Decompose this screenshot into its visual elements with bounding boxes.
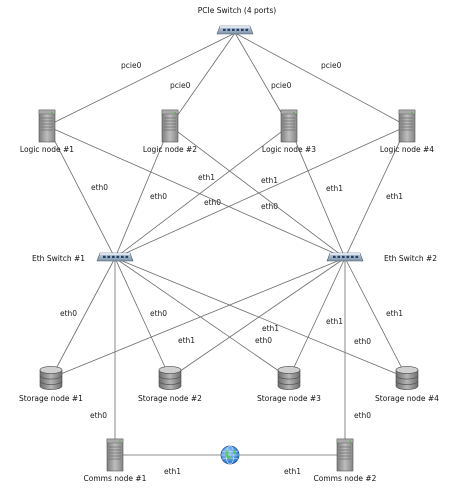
caption-storage-node-3: Storage node #3	[257, 394, 321, 403]
label-comms2-eth1: eth1	[284, 467, 301, 476]
database-cylinder-icon	[277, 366, 301, 390]
internet-globe	[220, 445, 240, 465]
link-storage3-ethsw2	[288, 257, 346, 379]
caption-logic-node-2: Logic node #2	[143, 145, 197, 154]
link-logic1-ethsw2	[46, 125, 346, 259]
eth-switch-1	[96, 252, 134, 262]
label-storage1-eth0: eth0	[60, 309, 77, 318]
link-logic3-ethsw2	[288, 125, 346, 259]
link-pcie-logic-4	[234, 32, 408, 127]
server-tower-icon	[161, 109, 179, 143]
label-comms1-eth1: eth1	[164, 467, 181, 476]
diagram-title: PCIe Switch (4 ports)	[197, 6, 277, 15]
pcie-switch	[216, 25, 254, 35]
label-pcie-1: pcie0	[121, 61, 142, 70]
link-storage4-ethsw1	[114, 257, 408, 379]
label-logic3-eth1: eth1	[326, 184, 343, 193]
label-storage2-eth0: eth0	[150, 309, 167, 318]
label-logic1-eth0: eth0	[91, 183, 108, 192]
link-logic3-ethsw1	[114, 125, 290, 259]
link-logic2-ethsw2	[169, 125, 346, 259]
caption-comms-node-2: Comms node #2	[314, 474, 377, 483]
caption-storage-node-1: Storage node #1	[19, 394, 83, 403]
label-logic4-eth1: eth1	[386, 192, 403, 201]
storage-node-1	[39, 366, 63, 390]
label-logic3-eth0: eth0	[204, 198, 221, 207]
switch-icon	[326, 252, 364, 262]
link-storage2-ethsw2	[169, 257, 346, 379]
logic-node-4	[398, 109, 416, 143]
globe-icon	[220, 445, 240, 465]
label-comms1-eth0: eth0	[90, 411, 107, 420]
database-cylinder-icon	[395, 366, 419, 390]
links	[46, 32, 408, 456]
eth-switch-2	[326, 252, 364, 262]
link-logic1-ethsw1	[46, 125, 116, 259]
caption-logic-node-1: Logic node #1	[20, 145, 74, 154]
storage-node-2	[158, 366, 182, 390]
switch-icon	[96, 252, 134, 262]
switch-icon	[216, 25, 254, 35]
caption-comms-node-1: Comms node #1	[84, 474, 147, 483]
logic-node-1	[38, 109, 56, 143]
label-comms2-eth0: eth0	[354, 411, 371, 420]
label-pcie-4: pcie0	[321, 61, 342, 70]
server-tower-icon	[336, 438, 354, 472]
server-tower-icon	[280, 109, 298, 143]
link-logic4-ethsw1	[114, 125, 408, 259]
server-tower-icon	[398, 109, 416, 143]
link-pcie-logic-2	[169, 32, 236, 127]
logic-node-3	[280, 109, 298, 143]
label-storage4-eth1: eth1	[386, 309, 403, 318]
link-storage1-ethsw2	[50, 257, 346, 379]
label-storage3-eth0: eth0	[255, 336, 272, 345]
caption-eth-switch-1: Eth Switch #1	[32, 254, 85, 263]
link-logic2-ethsw1	[114, 125, 171, 259]
label-pcie-3: pcie0	[271, 81, 292, 90]
link-storage3-ethsw1	[114, 257, 290, 379]
server-tower-icon	[106, 438, 124, 472]
label-logic1-eth1: eth1	[198, 173, 215, 182]
link-pcie-logic-1	[46, 32, 236, 127]
label-logic2-eth1: eth1	[261, 176, 278, 185]
label-storage3-eth1: eth1	[326, 317, 343, 326]
logic-node-2	[161, 109, 179, 143]
storage-node-4	[395, 366, 419, 390]
comms-node-2	[336, 438, 354, 472]
comms-node-1	[106, 438, 124, 472]
label-logic2-eth0: eth0	[150, 192, 167, 201]
label-storage4-eth0: eth0	[354, 337, 371, 346]
label-pcie-2: pcie0	[170, 81, 191, 90]
label-storage1-eth1: eth1	[178, 336, 195, 345]
database-cylinder-icon	[39, 366, 63, 390]
link-storage2-ethsw1	[114, 257, 171, 379]
node-captions: Logic node #1 Logic node #2 Logic node #…	[19, 145, 439, 483]
caption-logic-node-3: Logic node #3	[262, 145, 316, 154]
link-logic4-ethsw2	[344, 125, 408, 259]
link-storage4-ethsw2	[344, 257, 408, 379]
label-storage2-eth1: eth1	[262, 324, 279, 333]
database-cylinder-icon	[158, 366, 182, 390]
label-logic4-eth0: eth0	[261, 202, 278, 211]
caption-logic-node-4: Logic node #4	[380, 145, 434, 154]
storage-node-3	[277, 366, 301, 390]
caption-eth-switch-2: Eth Switch #2	[384, 254, 437, 263]
caption-storage-node-2: Storage node #2	[138, 394, 202, 403]
link-labels: pcie0 pcie0 pcie0 pcie0 eth0 eth0 eth0 e…	[60, 61, 403, 476]
link-pcie-logic-3	[234, 32, 290, 127]
link-storage1-ethsw1	[50, 257, 116, 379]
caption-storage-node-4: Storage node #4	[375, 394, 439, 403]
server-tower-icon	[38, 109, 56, 143]
